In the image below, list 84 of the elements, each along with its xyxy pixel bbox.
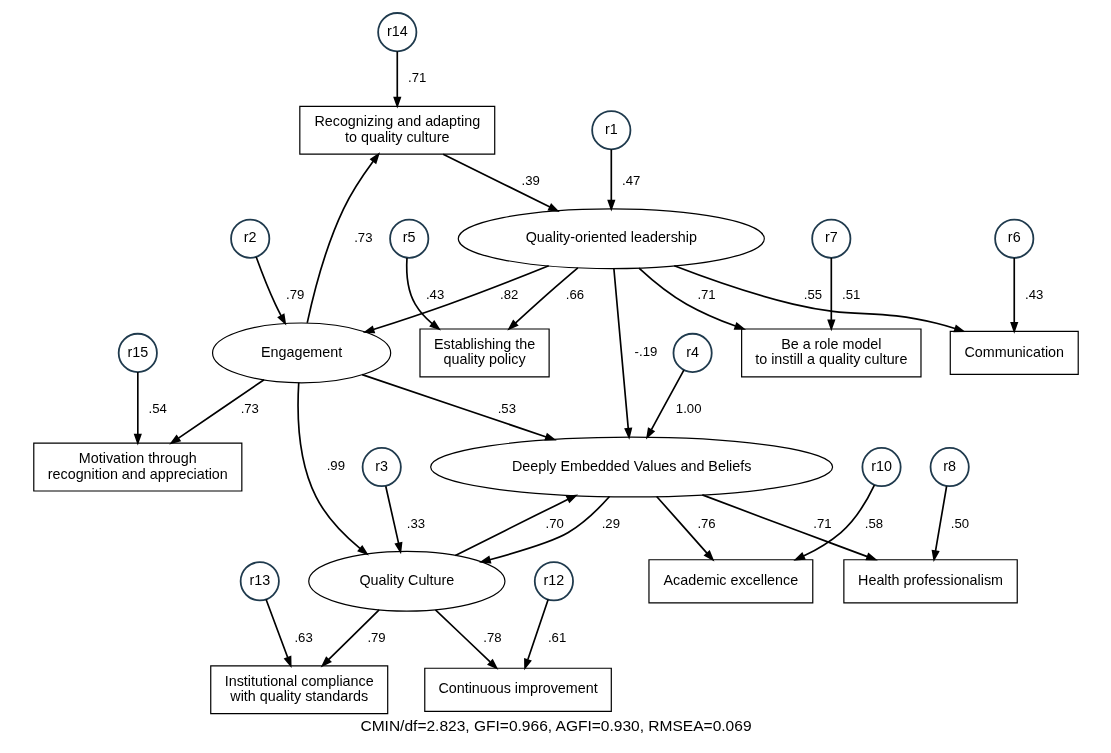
arrow	[1009, 257, 1018, 334]
arrow	[672, 264, 966, 333]
arrow	[506, 267, 579, 331]
edge-label: 1.00	[675, 401, 701, 417]
node-ellipse: Deeply Embedded Values and Beliefs	[429, 436, 833, 498]
node-box: Be a role model to instill a quality culture	[740, 328, 922, 378]
edge-label: .29	[601, 515, 620, 531]
edge-label: .43	[1024, 287, 1043, 303]
arrow	[362, 264, 550, 334]
edge-label: .63	[293, 629, 313, 645]
node-ellipse: Quality-oriented leadership	[457, 208, 765, 270]
arrow	[264, 598, 292, 668]
arrow	[931, 485, 947, 562]
edge-label: .58	[864, 515, 883, 531]
edge-label: .76	[696, 515, 716, 531]
arrow	[612, 267, 632, 440]
node-box: Motivation through recognition and appreciation	[32, 442, 242, 492]
edge-label: .66	[565, 287, 584, 303]
edge-label: .71	[407, 70, 426, 86]
node-box: Communication	[949, 330, 1079, 375]
node-circle: r3	[361, 447, 402, 488]
node-box: Institutional compliance with quality standards	[209, 665, 388, 715]
arrow	[454, 494, 578, 557]
arrow	[701, 494, 878, 561]
arrow	[384, 485, 402, 555]
arrow	[320, 608, 380, 668]
node-ellipse: Quality Culture	[307, 550, 506, 612]
edge-label: .51	[841, 287, 860, 303]
node-box: Continuous improvement	[423, 667, 612, 712]
edge-label: .43	[425, 287, 444, 303]
edge-label: .71	[812, 515, 832, 531]
node-circle: r2	[229, 218, 270, 259]
edge-label: .78	[482, 629, 502, 645]
edge-label: .50	[950, 515, 969, 531]
arrow	[655, 495, 714, 562]
arrow	[296, 381, 369, 556]
edge-label: .73	[353, 230, 373, 246]
node-circle: r4	[672, 332, 713, 373]
node-circle: r8	[929, 447, 970, 488]
arrow	[826, 257, 835, 332]
arrow	[168, 378, 265, 445]
node-box: Health professionalism	[842, 559, 1018, 604]
arrow	[133, 371, 142, 446]
node-circle: r12	[533, 561, 574, 602]
node-circle: r15	[117, 332, 158, 373]
edge-label: .47	[621, 172, 640, 188]
arrow	[523, 598, 549, 671]
edge-label: .33	[406, 515, 425, 531]
node-circle: r6	[993, 218, 1034, 259]
edge-label: .54	[148, 401, 167, 417]
node-circle: r7	[810, 218, 851, 259]
node-circle: r14	[376, 12, 417, 53]
node-circle: r5	[388, 218, 429, 259]
arrow	[637, 267, 746, 330]
arrow	[254, 256, 286, 326]
edge-label: .39	[521, 172, 540, 188]
arrow	[441, 153, 560, 212]
arrow	[645, 369, 685, 440]
node-box: Recognizing and adapting to quality culture	[298, 105, 495, 155]
edge-label: .61	[547, 629, 566, 645]
node-circle: r10	[861, 447, 902, 488]
arrow	[606, 148, 615, 212]
edge-label: -.19	[634, 344, 657, 360]
edge-label: .70	[545, 515, 564, 531]
arrow	[478, 495, 610, 564]
edge-label: .73	[240, 401, 259, 417]
arrow	[434, 608, 498, 670]
node-circle: r1	[590, 110, 631, 151]
arrow	[392, 50, 401, 109]
arrow	[360, 373, 557, 441]
edge-label: .53	[497, 401, 516, 417]
edge-label: .82	[499, 287, 518, 303]
node-box: Establishing the quality policy	[418, 328, 550, 378]
edge-label: .55	[803, 287, 822, 303]
arrow	[305, 152, 380, 324]
arrow	[792, 484, 875, 561]
edge-label: .79	[366, 629, 386, 645]
node-circle: r13	[239, 561, 280, 602]
arrow	[405, 257, 441, 331]
edge-label: .79	[285, 287, 304, 303]
caption: CMIN/df=2.823, GFI=0.966, AGFI=0.930, RMSEA=0.069	[359, 716, 752, 734]
node-box: Academic excellence	[647, 559, 813, 604]
edge-label: .71	[696, 287, 716, 303]
edge-label: .99	[326, 458, 345, 474]
